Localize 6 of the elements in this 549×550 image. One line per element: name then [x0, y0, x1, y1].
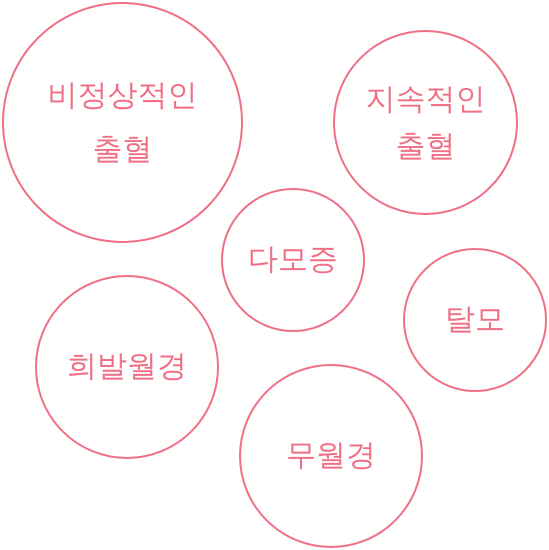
bubble-label: 지속적인 출혈 — [364, 80, 486, 166]
bubble-label: 희발월경 — [67, 348, 187, 386]
bubble-label: 비정상적인 출혈 — [46, 76, 198, 168]
bubble-label: 다모증 — [248, 241, 338, 279]
bubble-label: 탈모 — [445, 301, 505, 339]
bubble-label: 무월경 — [286, 437, 376, 475]
